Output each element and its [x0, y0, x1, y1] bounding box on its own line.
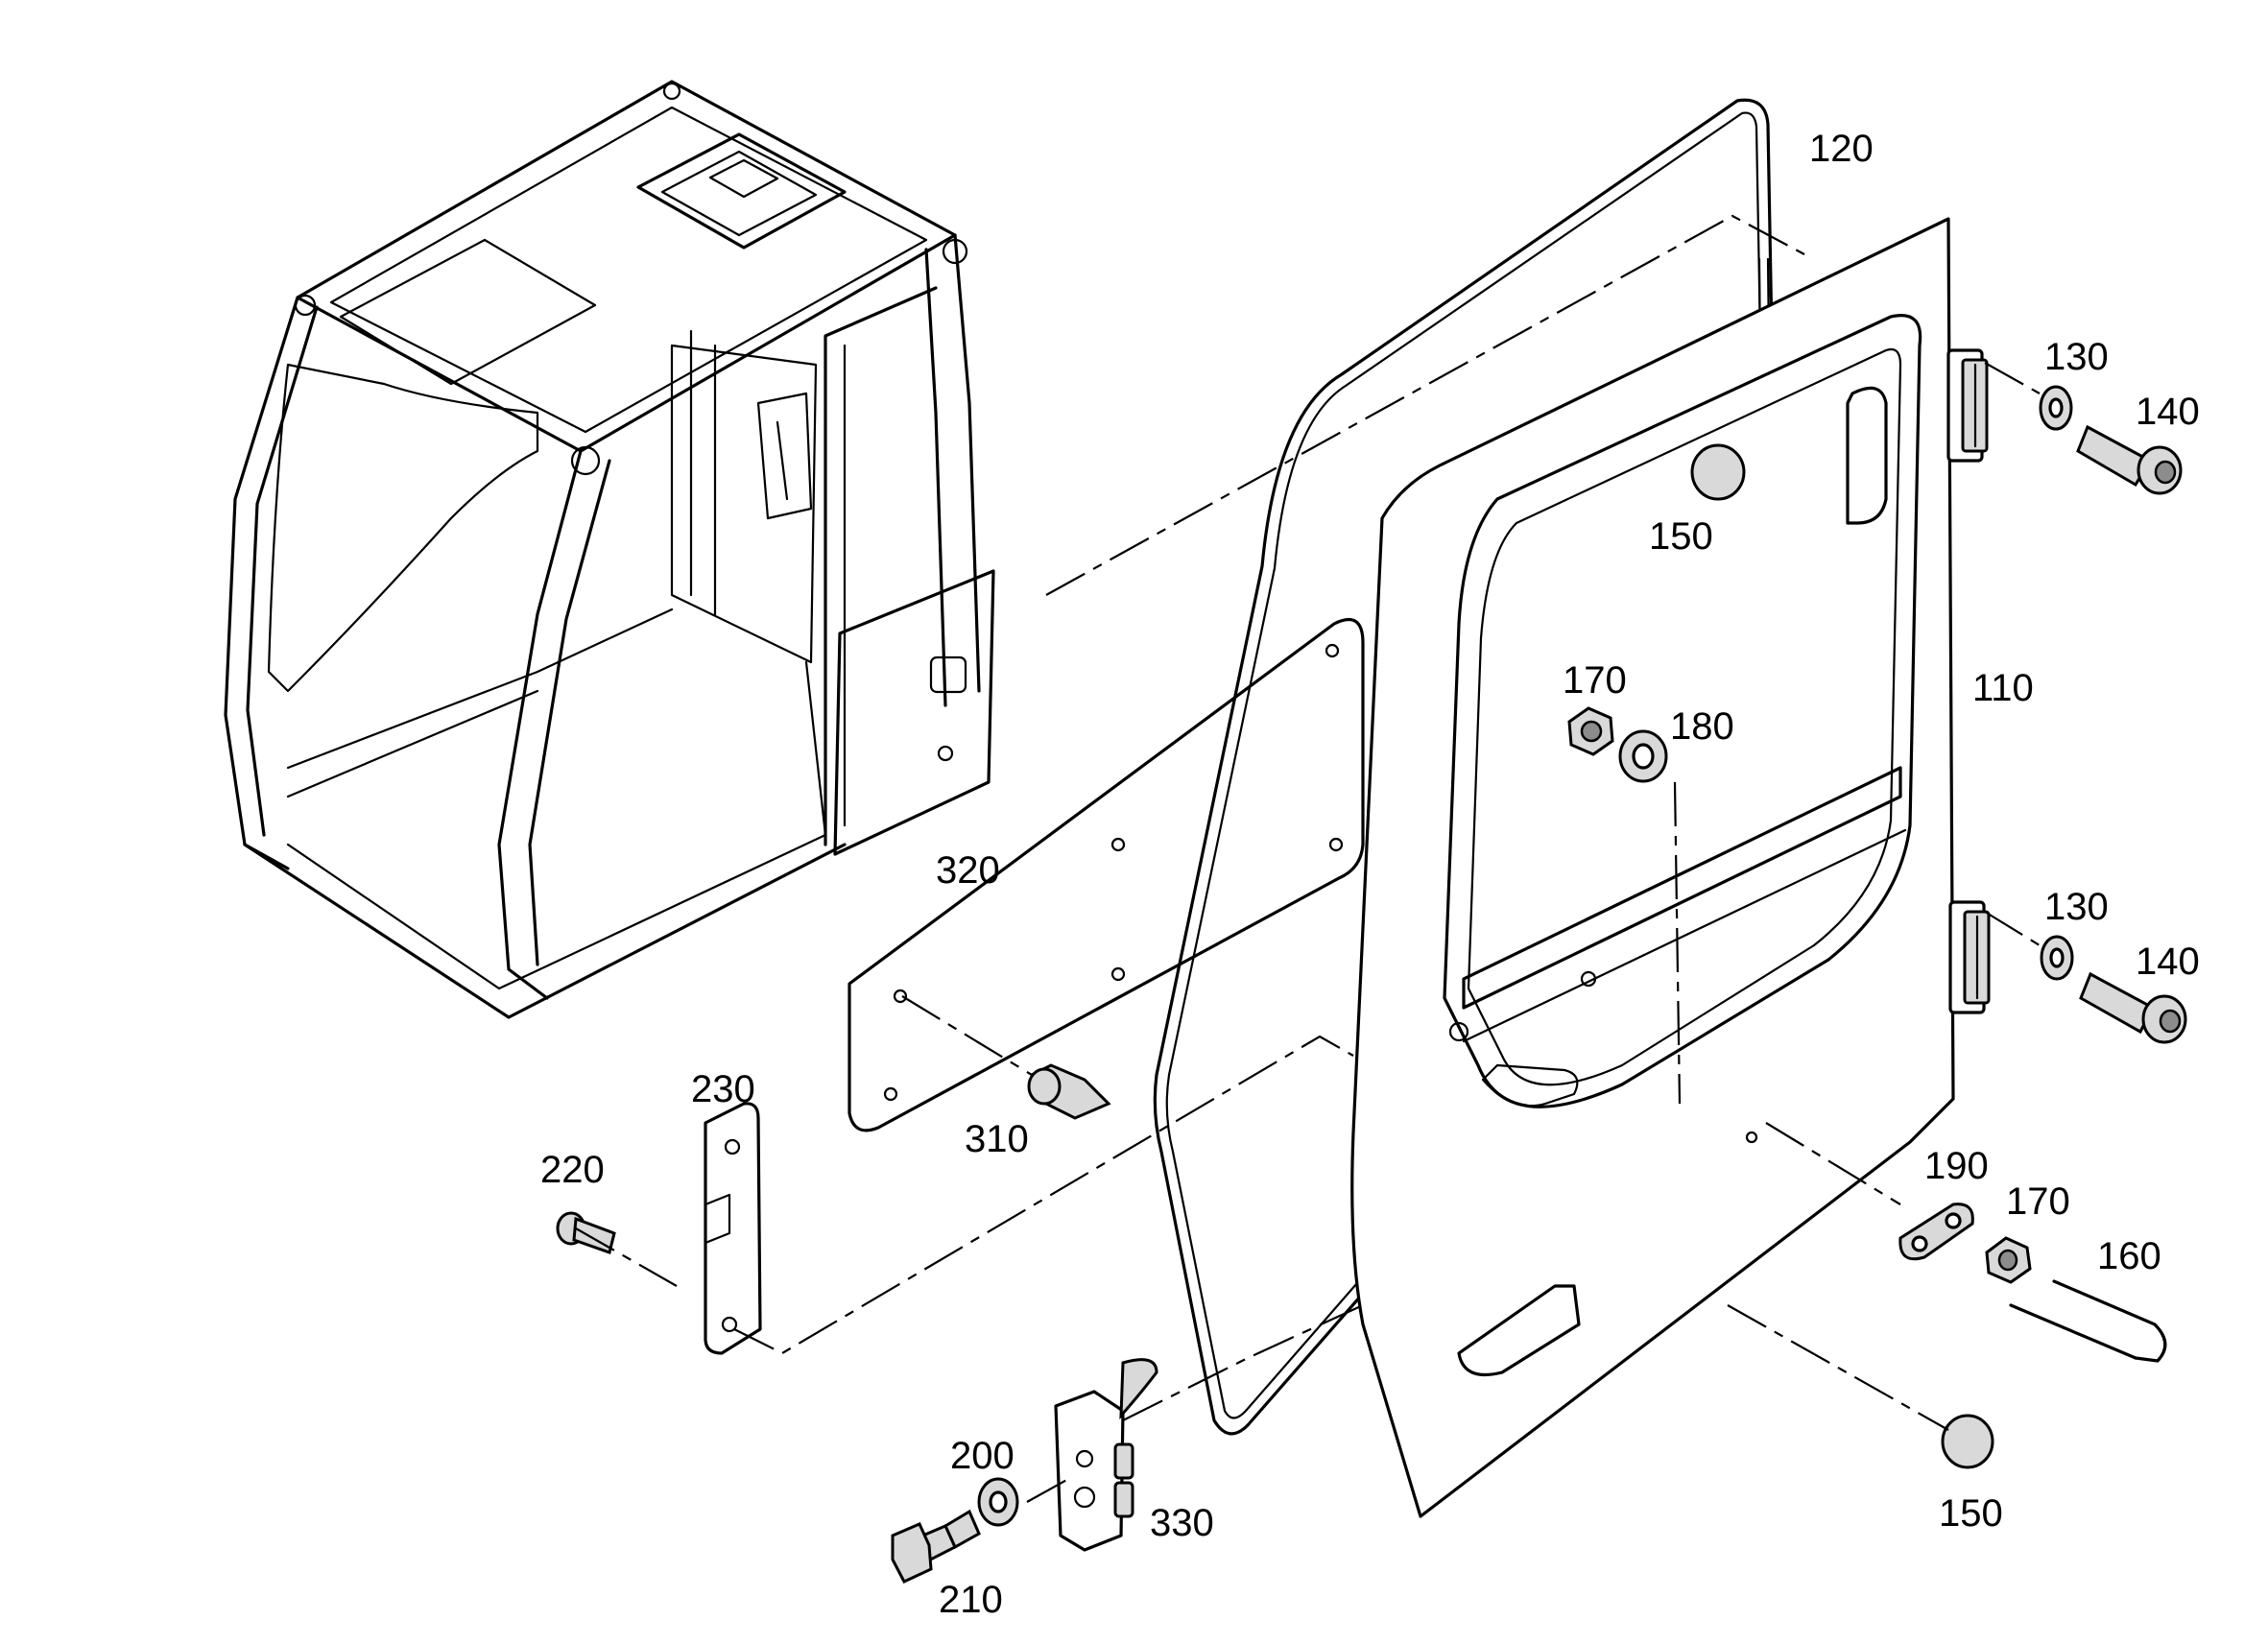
- nut-170-upper: [1567, 706, 1614, 756]
- nut-170-lower: [1985, 1236, 2032, 1284]
- bolt-140-upper: [2076, 424, 2183, 495]
- callout-130-lower: 130: [2044, 886, 2109, 928]
- callout-220: 220: [540, 1149, 605, 1191]
- callout-210: 210: [939, 1579, 1003, 1621]
- hinge-lower: [1948, 900, 1991, 1014]
- bolt-210: [891, 1509, 981, 1584]
- washer-130-upper: [2039, 385, 2073, 431]
- callout-140-upper: 140: [2136, 391, 2200, 433]
- cab-assembly: [224, 80, 995, 1019]
- u-bolt-160: [2009, 1279, 2167, 1363]
- callout-130-upper: 130: [2044, 336, 2109, 378]
- callout-230: 230: [691, 1068, 755, 1110]
- callout-180: 180: [1670, 705, 1734, 748]
- bolt-140-lower: [2079, 971, 2187, 1044]
- hinge-upper: [1946, 348, 1989, 463]
- callout-110: 110: [1972, 667, 2034, 709]
- washer-200: [977, 1477, 1019, 1527]
- callout-labels: 120 130 140 150 110 170 180 320 130 140 …: [540, 128, 2200, 1621]
- door-110: [1350, 217, 1955, 1518]
- latch-330: [1054, 1358, 1158, 1552]
- callout-160: 160: [2097, 1235, 2161, 1277]
- callout-170-upper: 170: [1563, 659, 1627, 702]
- callout-200: 200: [950, 1435, 1015, 1477]
- callout-120: 120: [1809, 128, 1874, 170]
- washer-130-lower: [2040, 935, 2074, 981]
- callout-330: 330: [1150, 1502, 1214, 1544]
- callout-150-upper: 150: [1649, 515, 1713, 558]
- plug-150-upper: [1690, 443, 1746, 501]
- callout-170-lower: 170: [2006, 1180, 2070, 1223]
- plate-230: [704, 1102, 762, 1355]
- callout-320: 320: [936, 849, 1000, 892]
- washer-180: [1618, 729, 1668, 783]
- plate-190: [1898, 1203, 1974, 1261]
- callout-310: 310: [965, 1118, 1029, 1160]
- plug-150-lower: [1941, 1414, 1994, 1469]
- callout-140-lower: 140: [2136, 941, 2200, 983]
- assembly-lines: [575, 214, 2041, 1503]
- panel-320: [848, 618, 1365, 1132]
- callout-190: 190: [1924, 1145, 1989, 1187]
- clip-310: [1027, 1063, 1111, 1120]
- callout-150-lower: 150: [1939, 1492, 2003, 1535]
